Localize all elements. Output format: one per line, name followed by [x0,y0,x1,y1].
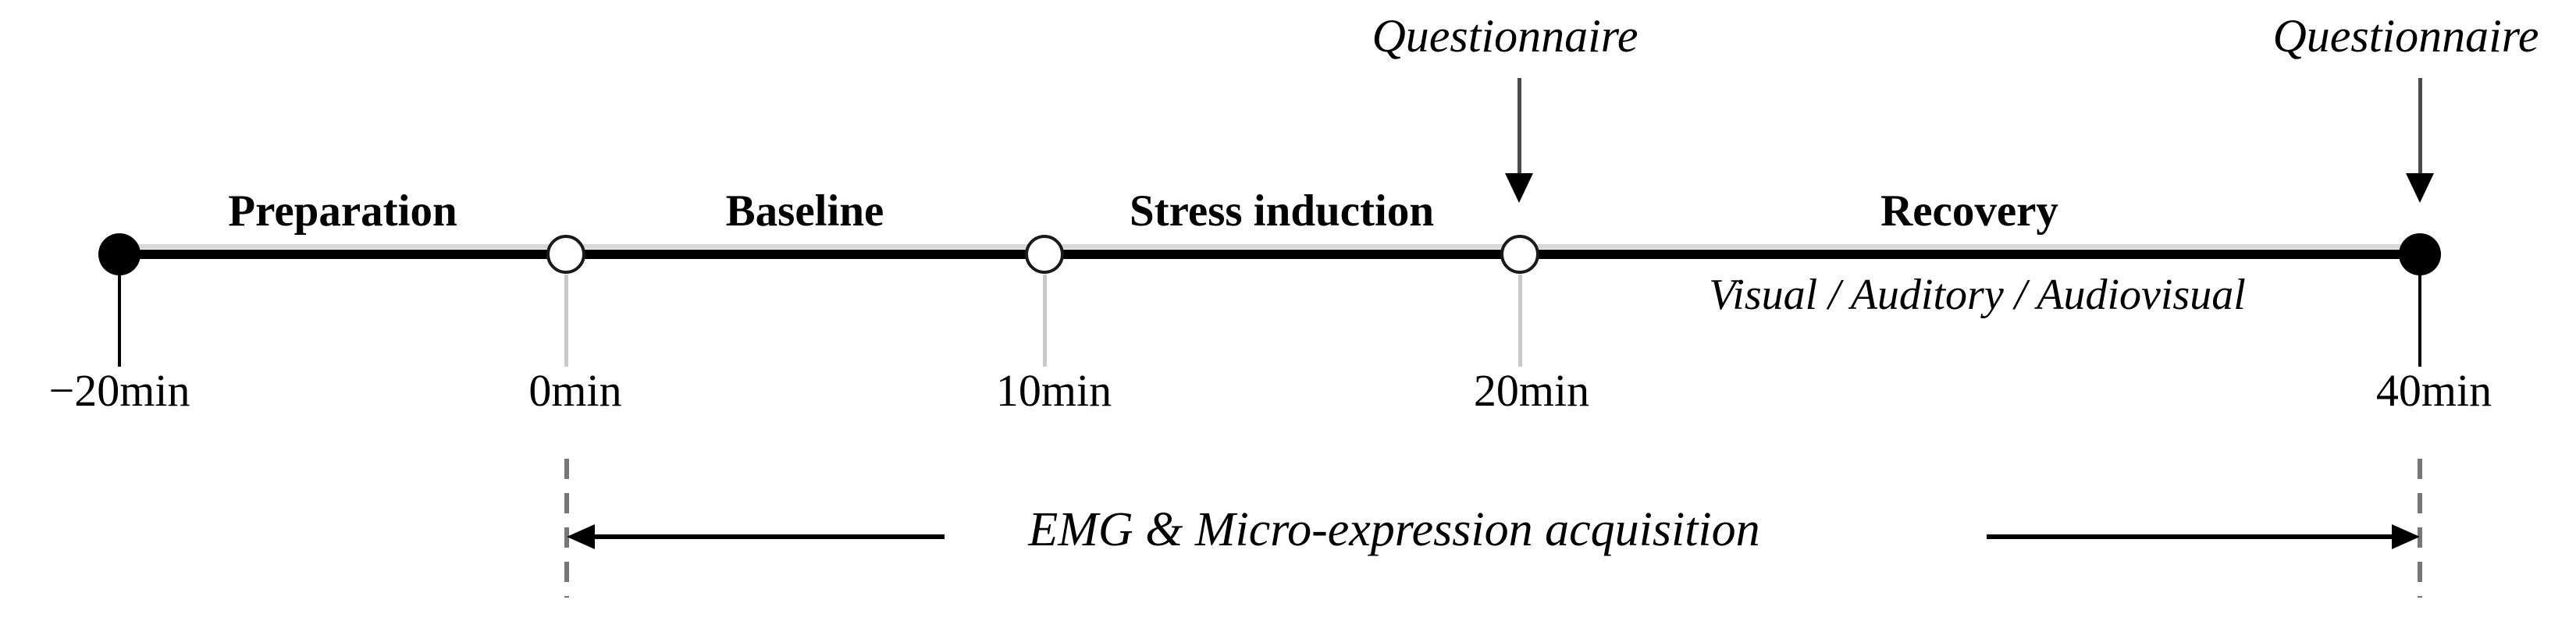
right-arrowhead-icon [2392,524,2420,549]
questionnaire-label-40min: Questionnaire [2272,10,2539,62]
acquisition-arrow-left [593,534,945,539]
open-circle-marker-0min [546,235,585,274]
time-label-40min: 40min [2375,365,2492,416]
down-arrow-icon [1517,78,1521,176]
phase-label-stress-induction: Stress induction [1129,186,1435,236]
left-arrowhead-icon [567,524,595,549]
down-arrowhead-icon [2406,173,2434,203]
open-circle-marker-20min [1500,235,1539,274]
phase-label-recovery: Recovery [1880,186,2058,236]
down-arrow-icon [2418,78,2422,176]
timeline-axis [119,250,2420,259]
open-circle-marker-10min [1025,235,1064,274]
filled-dot-marker-40min [2399,233,2441,275]
phase-label-baseline: Baseline [725,186,884,236]
phase-label-preparation: Preparation [228,186,457,236]
recovery-sublabel: Visual / Auditory / Audiovisual [1709,271,2246,319]
dashed-guide-40min [2418,459,2422,598]
time-label-20min: 20min [1473,365,1590,416]
tick-10min [1043,275,1047,367]
acquisition-label: EMG & Micro-expression acquisition [1028,503,1760,556]
questionnaire-label-20min: Questionnaire [1372,10,1638,62]
acquisition-arrow-right [1987,534,2393,539]
time-label-10min: 10min [995,365,1112,416]
tick-minus20min [118,275,121,367]
down-arrowhead-icon [1505,173,1533,203]
tick-40min [2418,275,2421,367]
tick-20min [1518,275,1522,367]
timeline-highlight [119,244,2420,249]
filled-dot-marker-minus20min [98,233,141,275]
time-label-minus20min: −20min [48,365,190,416]
tick-0min [564,275,568,367]
time-label-0min: 0min [528,365,622,416]
